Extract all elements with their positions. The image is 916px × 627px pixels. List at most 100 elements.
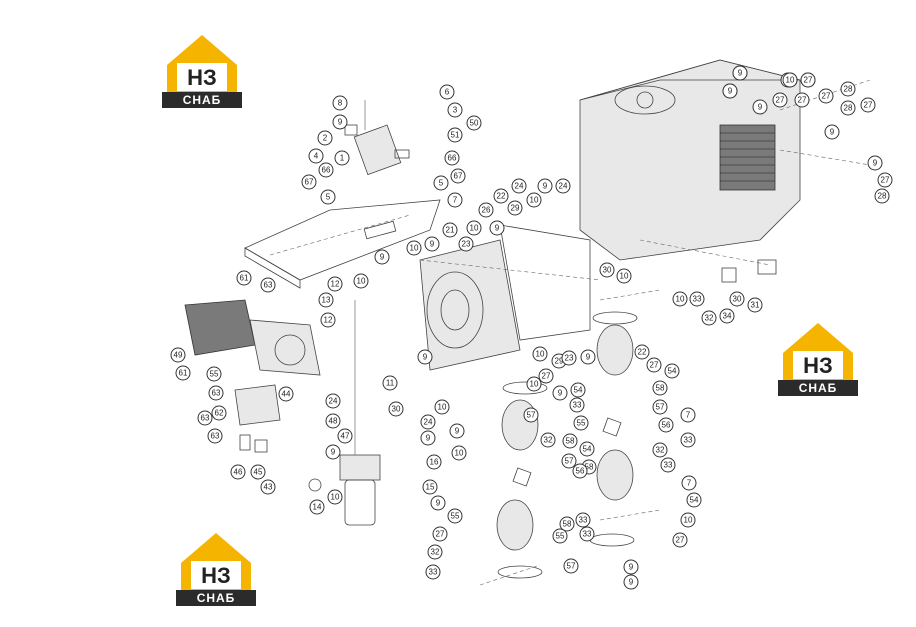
part-callout: 48 (325, 413, 341, 429)
part-callout: 55 (552, 528, 568, 544)
part-callout: 6 (439, 84, 455, 100)
part-callout: 56 (572, 463, 588, 479)
part-number: 22 (638, 348, 647, 357)
part-number: 9 (758, 103, 763, 112)
part-number: 9 (455, 427, 460, 436)
part-callout: 44 (278, 386, 294, 402)
part-number: 57 (527, 411, 536, 420)
part-number: 55 (451, 512, 460, 521)
part-callout: 27 (538, 368, 554, 384)
part-callout: 16 (426, 454, 442, 470)
part-callout: 27 (646, 357, 662, 373)
fittings (639, 239, 777, 283)
part-callout: 3 (447, 102, 463, 118)
part-callout: 24 (325, 393, 341, 409)
part-callout: 9 (623, 574, 639, 590)
part-callout: 45 (250, 464, 266, 480)
part-callout: 49 (170, 347, 186, 363)
part-callout: 9 (374, 249, 390, 265)
part-callout: 54 (579, 441, 595, 457)
part-callout: 47 (337, 428, 353, 444)
part-callout: 27 (800, 72, 816, 88)
part-number: 55 (577, 419, 586, 428)
part-number: 10 (786, 76, 795, 85)
part-callout: 12 (327, 276, 343, 292)
brand-logo: НЗ СНАБ (778, 318, 858, 398)
part-callout: 26 (478, 202, 494, 218)
svg-text:СНАБ: СНАБ (799, 381, 838, 395)
part-callout: 63 (208, 385, 224, 401)
part-number: 10 (470, 224, 479, 233)
part-callout: 50 (466, 115, 482, 131)
svg-text:СНАБ: СНАБ (197, 591, 236, 605)
part-callout: 55 (447, 508, 463, 524)
part-callout: 63 (197, 410, 213, 426)
svg-text:НЗ: НЗ (201, 563, 231, 588)
part-number: 63 (211, 432, 220, 441)
part-callout: 33 (575, 512, 591, 528)
part-number: 50 (470, 119, 479, 128)
part-number: 63 (201, 414, 210, 423)
part-callout: 46 (230, 464, 246, 480)
part-callout: 31 (747, 297, 763, 313)
part-callout: 58 (652, 380, 668, 396)
part-callout: 9 (332, 114, 348, 130)
part-number: 3 (453, 106, 458, 115)
part-number: 13 (322, 296, 331, 305)
part-number: 10 (684, 516, 693, 525)
accumulators (479, 289, 661, 586)
part-number: 29 (511, 204, 520, 213)
part-number: 24 (559, 182, 568, 191)
part-number: 15 (426, 483, 435, 492)
part-callout: 10 (782, 72, 798, 88)
hydraulic-tank (579, 59, 871, 261)
part-number: 58 (656, 384, 665, 393)
part-number: 28 (844, 85, 853, 94)
part-number: 34 (723, 312, 732, 321)
part-number: 27 (798, 96, 807, 105)
part-callout: 5 (433, 175, 449, 191)
part-callout: 57 (523, 407, 539, 423)
part-number: 14 (313, 503, 322, 512)
part-callout: 63 (207, 428, 223, 444)
part-number: 54 (574, 386, 583, 395)
part-number: 27 (542, 372, 551, 381)
svg-text:НЗ: НЗ (187, 65, 217, 90)
brand-logo: НЗ СНАБ (162, 30, 242, 110)
part-callout: 23 (561, 350, 577, 366)
svg-text:СНАБ: СНАБ (183, 93, 222, 107)
part-callout: 55 (206, 366, 222, 382)
part-number: 10 (530, 196, 539, 205)
part-number: 55 (556, 532, 565, 541)
part-callout: 56 (658, 417, 674, 433)
part-callout: 12 (320, 312, 336, 328)
part-callout: 9 (489, 220, 505, 236)
part-callout: 14 (309, 499, 325, 515)
part-callout: 10 (680, 512, 696, 528)
part-callout: 51 (447, 127, 463, 143)
part-number: 33 (684, 436, 693, 445)
part-number: 29 (555, 357, 564, 366)
part-number: 9 (629, 563, 634, 572)
part-number: 44 (282, 390, 291, 399)
part-number: 9 (543, 182, 548, 191)
part-callout: 32 (701, 310, 717, 326)
part-callout: 9 (580, 349, 596, 365)
part-callout: 7 (447, 192, 463, 208)
part-callout: 15 (422, 479, 438, 495)
part-callout: 61 (175, 365, 191, 381)
part-callout: 54 (570, 382, 586, 398)
part-callout: 9 (325, 444, 341, 460)
part-callout: 2 (317, 130, 333, 146)
brand-logo: НЗ СНАБ (176, 528, 256, 608)
part-callout: 30 (729, 291, 745, 307)
part-number: 58 (563, 520, 572, 529)
filter-assembly (308, 300, 381, 526)
part-number: 62 (215, 409, 224, 418)
part-number: 5 (439, 179, 444, 188)
part-callout: 30 (388, 401, 404, 417)
part-callout: 27 (818, 88, 834, 104)
part-callout: 58 (559, 516, 575, 532)
part-callout: 27 (432, 526, 448, 542)
part-callout: 11 (382, 375, 398, 391)
